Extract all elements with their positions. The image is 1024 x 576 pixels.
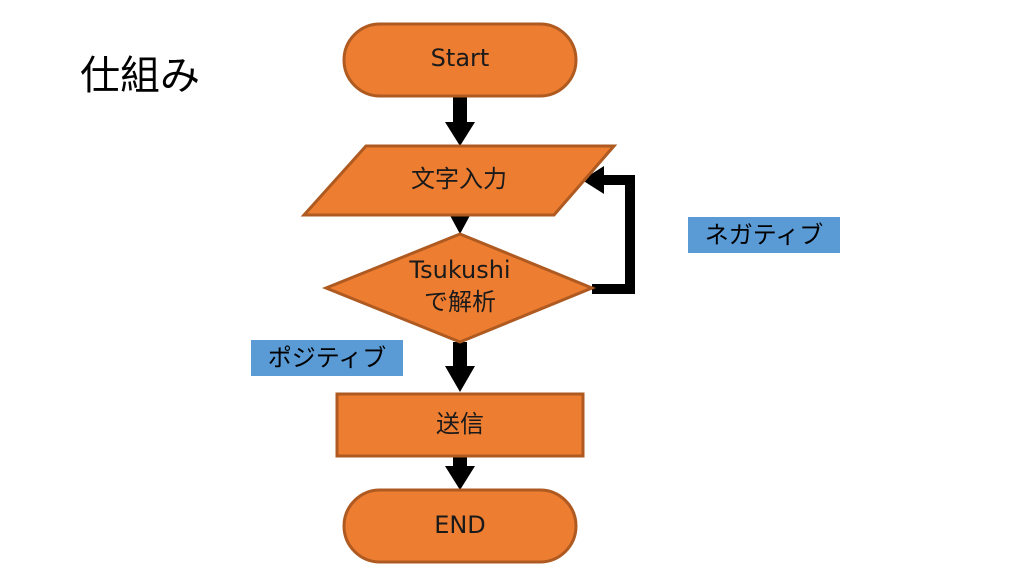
arrow-send-to-end: [445, 456, 475, 490]
negative-edge-label: ネガティブ: [688, 217, 840, 253]
send-label: 送信: [436, 410, 484, 438]
input-label: 文字入力: [411, 165, 507, 193]
end-node: [342, 488, 578, 564]
end-label: END: [434, 511, 486, 539]
arrow-analyze-to-send: [445, 342, 475, 392]
arrow-negative-loop: [582, 166, 635, 294]
input-node: [300, 144, 618, 217]
start-node: [342, 22, 578, 98]
positive-edge-label: ポジティブ: [251, 340, 403, 376]
analyze-node: [321, 232, 596, 344]
send-node: [335, 392, 585, 458]
analyze-label-line1: Tsukushi: [409, 256, 511, 284]
slide-title: 仕組み: [80, 53, 200, 99]
arrow-start-to-input: [445, 96, 475, 146]
analyze-label-line2: で解析: [424, 288, 496, 316]
start-label: Start: [430, 44, 490, 72]
